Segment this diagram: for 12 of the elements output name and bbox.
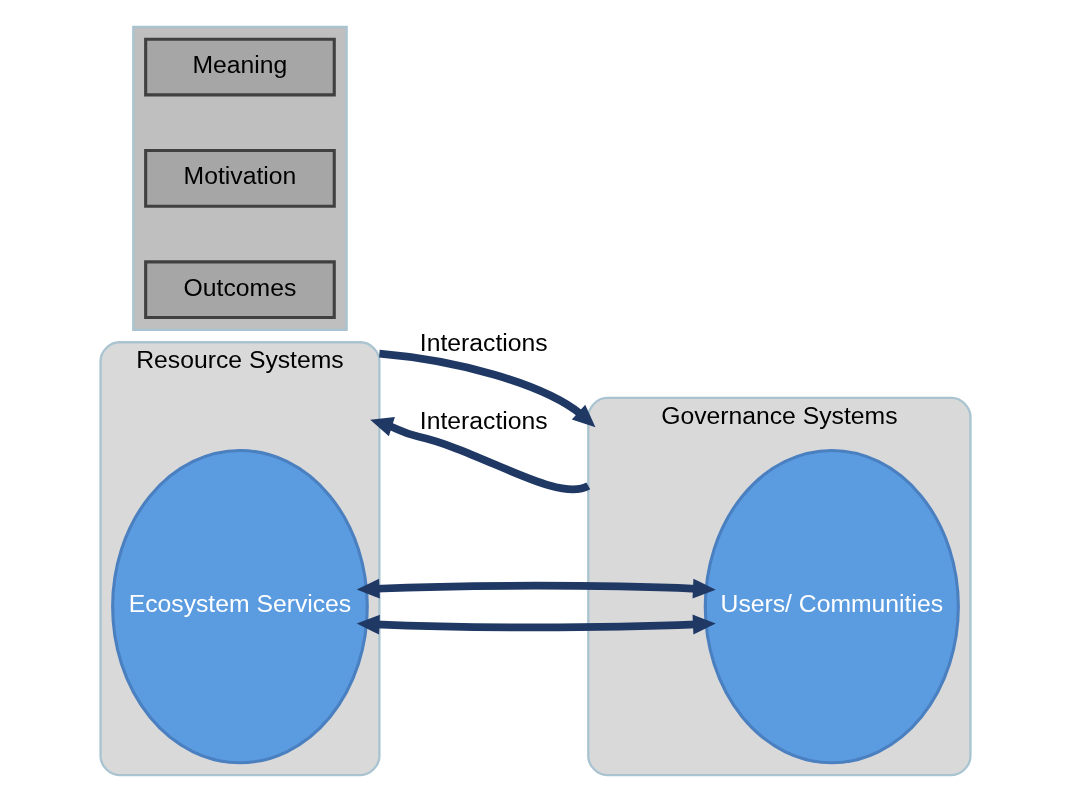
edge-label: Interactions	[419, 329, 548, 357]
arrow	[369, 417, 590, 494]
edge-label: Interactions	[419, 406, 548, 434]
cluster	[131, 25, 348, 332]
arrow	[356, 578, 716, 599]
node-box: Motivation	[143, 149, 336, 208]
node-ellipse: Ecosystem Services	[110, 448, 369, 765]
node-ellipse: Users/ Communities	[703, 448, 960, 765]
arrow	[378, 349, 595, 428]
node-box: Outcomes	[143, 260, 336, 320]
node-box: Meaning	[143, 37, 336, 97]
arrow	[356, 614, 716, 635]
